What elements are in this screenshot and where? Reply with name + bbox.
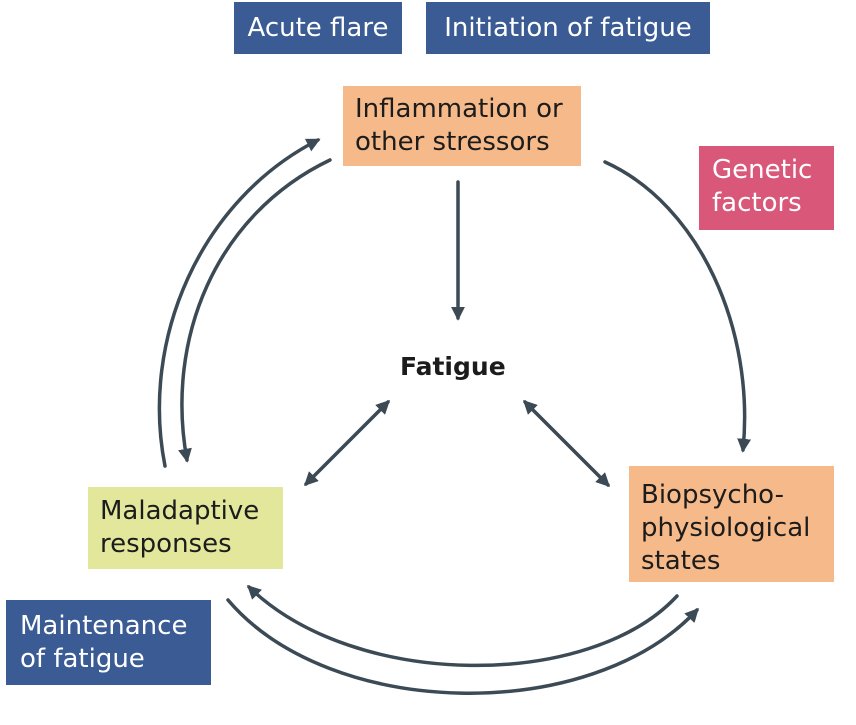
genetic-factors-node: Genetic factors xyxy=(699,146,834,230)
arrow-maladaptive-to-inflammation xyxy=(157,138,321,468)
fatigue-center-label: Fatigue xyxy=(400,352,506,381)
acute-flare-tag: Acute flare xyxy=(234,2,402,54)
maladaptive-responses-node: Maladaptive responses xyxy=(88,487,283,569)
arrow-biopsycho-to-maladaptive xyxy=(246,585,679,668)
arrow-fatigue-maladaptive xyxy=(304,400,390,486)
inflammation-node: Inflammation or other stressors xyxy=(343,86,581,166)
arrow-inflammation-to-biopsycho xyxy=(603,160,752,453)
maintenance-of-fatigue-tag: Maintenance of fatigue xyxy=(6,600,211,685)
initiation-of-fatigue-tag: Initiation of fatigue xyxy=(426,2,710,54)
arrow-inflammation-to-maladaptive xyxy=(178,158,332,463)
arrow-maladaptive-to-biopsycho xyxy=(226,598,699,695)
biopsychophysiological-states-node: Biopsycho- physiological states xyxy=(629,466,834,582)
arrow-fatigue-biopsycho xyxy=(523,400,610,487)
